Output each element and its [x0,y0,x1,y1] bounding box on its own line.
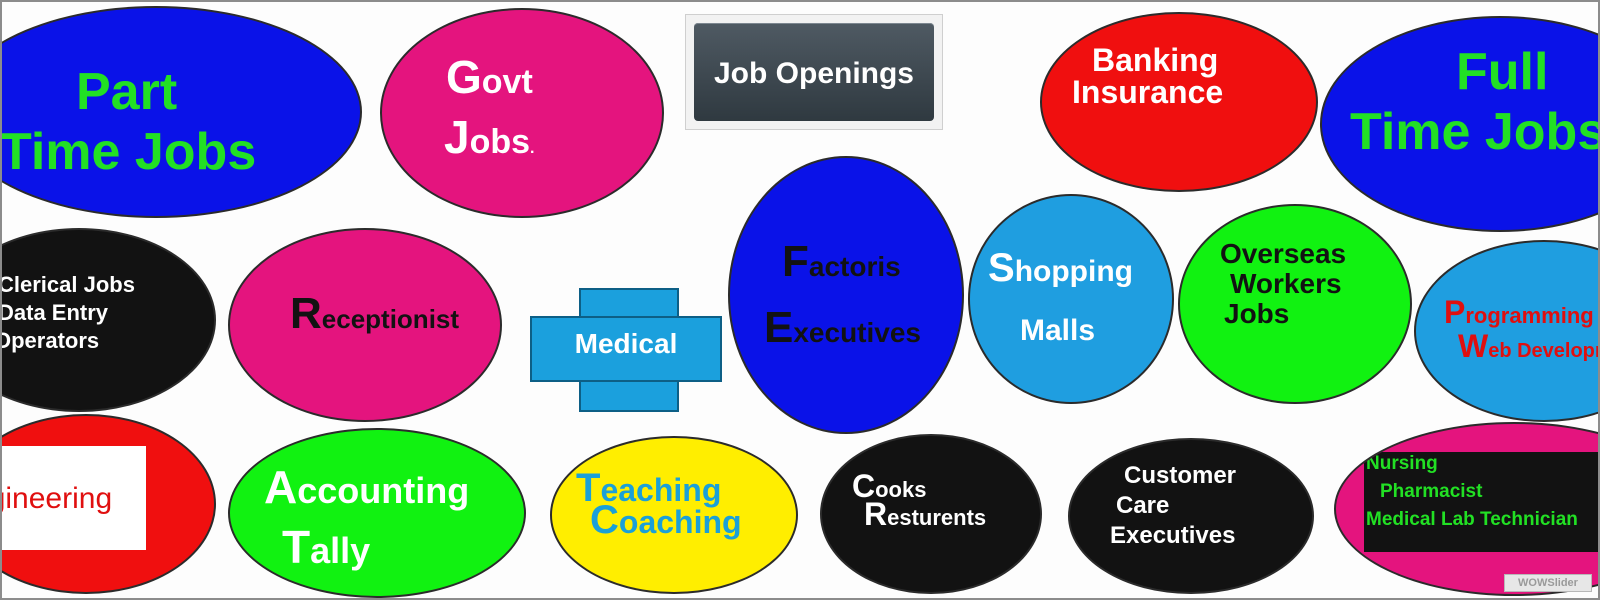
receptionist-label: Receptionist [290,292,459,336]
teaching-line1-cap: T [576,466,601,510]
customer-line3: Executives [1110,522,1236,549]
factories-line2-cap: E [764,303,794,352]
engineering-bubble[interactable]: Engineering [2,414,216,594]
programming-line2-cap: W [1458,328,1489,364]
factories-line2: Executives [764,306,921,350]
engineering-label-box [2,446,146,550]
nursing-pharmacy-bubble[interactable]: Nursing Pharmacist Medical Lab Technicia… [1334,422,1598,596]
overseas-line2: Workers [1230,268,1342,299]
medical-cross-horizontal [530,316,722,382]
receptionist-cap: R [290,289,322,338]
part-time-jobs-bubble[interactable]: Part Time Jobs [0,6,362,218]
job-openings-label: Job Openings [713,57,914,90]
govt-line1-cap: G [446,51,482,103]
cooks-line1-cap: C [852,468,876,504]
govt-line2-dot: . [530,140,535,157]
shopping-malls-bubble[interactable]: Shopping Malls [968,194,1174,404]
teaching-coaching-bubble[interactable]: Teaching Coaching [550,436,798,594]
factories-line1-cap: F [782,237,809,286]
govt-line1: Govt [446,54,533,100]
overseas-line3: Jobs [1224,298,1290,329]
shopping-line1: Shopping [988,248,1133,288]
programming-line2-rest: eb Development [1488,340,1598,362]
shopping-line2: Malls [1020,314,1096,347]
programming-line1-cap: P [1444,294,1466,330]
programming-line1: Programming [1444,296,1594,328]
full-time-line2: Time Jobs [1350,103,1600,161]
programming-line2: Web Development [1458,328,1598,364]
full-time-line1: Full [1456,43,1549,101]
cooks-restaurants-bubble[interactable]: Cooks Resturents [820,434,1042,594]
cooks-line2-cap: R [864,496,888,532]
factories-line1: Factoris [782,240,901,284]
accounting-tally-bubble[interactable]: Accounting Tally [228,428,526,598]
shopping-line1-cap: S [988,246,1015,290]
part-time-line2: Time Jobs [0,123,257,181]
banking-line2: Insurance [1072,74,1224,110]
nursing-label-box [1364,452,1598,552]
cooks-line2-rest: esturents [887,505,987,530]
customer-care-bubble[interactable]: Customer Care Executives [1068,438,1314,594]
banking-insurance-bubble[interactable]: Banking Insurance [1040,12,1318,192]
programming-web-bubble[interactable]: Programming Web Development [1414,240,1598,422]
accounting-line2: Tally [282,524,370,570]
job-openings-frame: Job Openings [685,14,943,130]
receptionist-bubble[interactable]: Receptionist [228,228,502,422]
cooks-line1-rest: ooks [875,477,927,502]
teaching-line1: Teaching [576,468,721,508]
cooks-line1: Cooks [852,470,926,502]
govt-line2: Jobs. [444,114,535,160]
govt-line2-rest: obs [469,123,531,161]
job-openings-button[interactable]: Job Openings [694,23,934,121]
medical-label: Medical [574,328,678,359]
clerical-jobs-bubble[interactable]: Clerical Jobs Data Entry Operators [0,228,216,412]
banking-line1: Banking [1092,42,1219,78]
part-time-line1: Part [76,63,178,121]
factories-line2-rest: xecutives [793,317,921,348]
accounting-line1-cap: A [264,461,298,513]
overseas-workers-bubble[interactable]: Overseas Workers Jobs [1178,204,1412,404]
teaching-line1-rest: eaching [600,472,722,508]
full-time-jobs-bubble[interactable]: Full Time Jobs [1320,16,1600,232]
factories-line1-rest: actoris [808,251,901,282]
clerical-line2: Data Entry [0,300,109,325]
customer-line1: Customer [1124,462,1237,489]
cooks-line2: Resturents [864,498,986,530]
clerical-line1: Clerical Jobs [0,272,135,297]
factories-executives-bubble[interactable]: Factoris Executives [728,156,964,434]
accounting-line1-rest: ccounting [297,470,470,511]
receptionist-rest: eceptionist [321,304,460,334]
nursing-line1: Nursing [1366,453,1438,474]
accounting-line1: Accounting [264,464,469,510]
govt-jobs-bubble[interactable]: Govt Jobs. [380,8,664,218]
teaching-line2-rest: oaching [618,504,742,540]
shopping-line1-rest: hopping [1014,255,1133,288]
nursing-line2: Pharmacist [1380,481,1483,502]
engineering-label: Engineering [2,482,113,515]
accounting-line2-rest: ally [310,530,371,571]
accounting-line2-cap: T [282,521,311,573]
clerical-line3: Operators [0,328,100,353]
programming-line1-rest: rogramming [1465,303,1594,328]
teaching-line2: Coaching [590,500,742,540]
customer-line2: Care [1116,492,1170,519]
teaching-line2-cap: C [590,498,619,542]
govt-line2-cap: J [444,111,470,163]
overseas-line1: Overseas [1220,238,1347,269]
govt-line1-rest: ovt [481,63,533,101]
wowslider-watermark: WOWSlider [1504,574,1592,592]
nursing-line3: Medical Lab Technician [1366,509,1578,530]
